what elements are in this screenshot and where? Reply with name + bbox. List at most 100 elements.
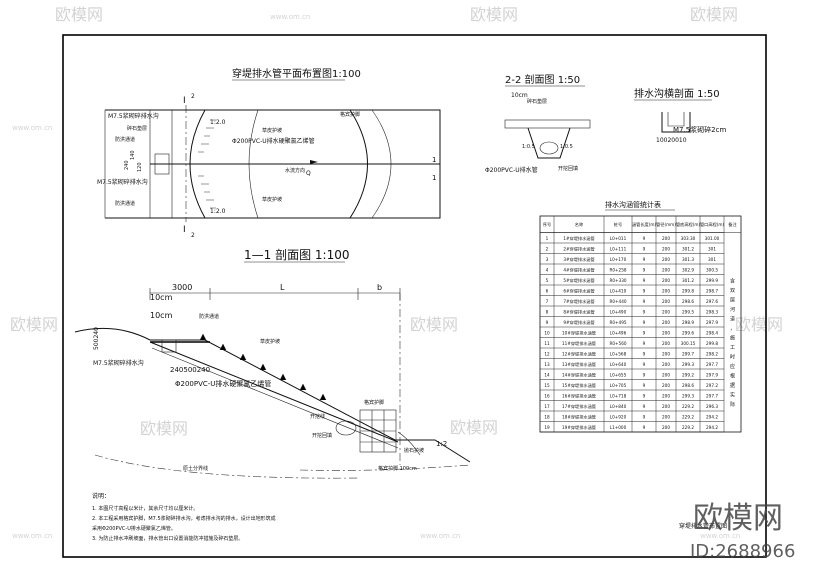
table-cell: 9 [643,352,646,357]
table-cell: 200 [662,404,670,409]
svg-text:500240: 500240 [93,327,100,350]
svg-text:欧模网: 欧模网 [693,501,783,536]
table-cell: 298.6 [682,383,694,388]
section-11-title: 1—1 剖面图 1:100 [244,248,349,262]
svg-text:1: 1 [432,156,436,164]
table-cell: 17#穿堤排水涵管 [562,403,596,410]
watermark-brand: 欧模网 [470,5,518,24]
plan-view: 穿堤排水管平面布置图1:100 I 2 I 2 M7.5浆砌碎排水沟 碎石垫层 … [97,67,441,239]
table-header-cell: 序号 [543,221,551,228]
table-cell: 11#穿堤排水涵管 [562,340,596,347]
table-cell: 7#穿堤排水涵管 [563,298,594,305]
svg-text:格宾护脚: 格宾护脚 [340,111,360,118]
table-cell: 3#穿堤排水涵管 [563,256,594,263]
table-cell: 9 [643,404,646,409]
table-cell: L0+655 [610,373,627,378]
svg-text:M7.5浆砌碎排水沟: M7.5浆砌碎排水沟 [97,178,148,186]
plan-title: 穿堤排水管平面布置图1:100 [232,67,361,80]
table-remark: 含双层河道，施工时应根据实际 [730,278,735,409]
svg-text:10cm: 10cm [150,293,173,302]
notes-heading: 说明： [92,492,110,500]
table-header-cell: 名称 [575,221,583,228]
table-cell: R0+560 [609,341,626,346]
svg-text:2: 2 [191,232,195,239]
table-cell: 200 [662,415,670,420]
ditch-section: 排水沟横剖面 1:50 M7.5浆砌碎2cm 10020010 [634,87,726,144]
table-cell: 294.2 [706,415,718,420]
plan-ditch-label: M7.5浆砌碎排水沟 [108,112,159,120]
table-cell: 200 [662,362,670,367]
table-cell: 11 [544,341,550,346]
svg-text:格宾护脚: 格宾护脚 [364,399,384,406]
table-cell: 200 [662,299,670,304]
plan-section-mark-top: I [183,96,186,106]
plan-section-mark-bottom: I [183,225,186,235]
table-cell: 298.7 [706,289,718,294]
table-header-cell: 管口高程(m) [700,221,724,228]
svg-text:开挖线: 开挖线 [310,413,325,420]
plan-pipe-label: Φ200PVC-U排水硬聚氯乙烯管 [232,137,315,145]
table-cell: 297.9 [706,373,718,378]
table-cell: 7 [546,299,549,304]
table-cell: 8 [546,310,549,315]
table-cell: 200 [662,247,670,252]
table-cell: 12 [544,352,550,357]
table-cell: L0+840 [610,404,627,409]
table-cell: 8#穿堤排水涵管 [563,309,594,316]
table-cell: 9 [643,425,646,430]
table-cell: 200 [662,310,670,315]
svg-text:原土分界线: 原土分界线 [183,465,208,472]
table-cell: 13 [544,362,550,367]
table-cell: 200 [662,289,670,294]
table-cell: 301 [708,257,716,262]
watermark-site: www.om.cn [420,532,460,540]
table-cell: 301.00 [705,236,720,241]
table-cell: L0+640 [610,362,627,367]
watermark-brand: 欧模网 [450,418,498,437]
table-cell: L0+111 [610,247,627,252]
table-cell: 297.2 [706,383,718,388]
table-cell: 299.5 [682,310,694,315]
table-cell: 14 [544,373,550,378]
watermark-layer: 欧模网 www.om.cn 欧模网 欧模网 欧模网 欧模网 欧模网 欧模网 欧模… [10,5,783,540]
svg-text:抛石护坡: 抛石护坡 [404,447,424,454]
table-cell: 299.7 [682,352,694,357]
table-cell: 2#穿堤排水涵管 [563,246,594,253]
table-cell: 16 [544,394,550,399]
table-header-cell: 管底高程(m) [676,221,700,228]
table-cell: 200 [662,383,670,388]
svg-text:开挖回填: 开挖回填 [558,165,578,172]
svg-text:草皮护坡: 草皮护坡 [260,338,280,345]
sheet-frame [62,34,767,558]
table-cell: 9 [643,278,646,283]
table-cell: 301.2 [682,278,694,283]
table-cell: L0+920 [610,415,627,420]
svg-text:草皮护坡: 草皮护坡 [262,196,282,203]
watermark-logo: 欧模网 ID:2688966 [690,501,795,562]
table-cell: 200 [662,373,670,378]
table-cell: L0+496 [610,331,627,336]
table-cell: R0+495 [609,320,626,325]
table-cell: 200 [662,257,670,262]
table-cell: 200 [662,268,670,273]
table-cell: 3 [546,257,549,262]
svg-text:采用Φ200PVC-U排水硬聚氯乙烯管。: 采用Φ200PVC-U排水硬聚氯乙烯管。 [92,525,176,532]
svg-text:3000: 3000 [172,283,192,292]
table-cell: 298.4 [706,331,718,336]
table-cell: 9 [643,362,646,367]
table-cell: R0+330 [609,278,626,283]
svg-text:10cm: 10cm [150,311,173,320]
table-cell: 200 [662,331,670,336]
table-cell: 16#穿堤排水涵管 [562,393,596,400]
table-cell: 10 [544,331,550,336]
watermark-brand: 欧模网 [410,315,458,334]
watermark-site: www.om.cn [270,13,310,21]
table-cell: 200 [662,425,670,430]
svg-text:水流方向: 水流方向 [285,167,305,174]
table-cell: 9 [643,236,646,241]
svg-text:M7.5浆砌碎2cm: M7.5浆砌碎2cm [673,125,726,134]
table-cell: L1+000 [610,425,627,430]
table-cell: 14#穿堤排水涵管 [562,372,596,379]
table-cell: 19 [544,425,550,430]
ground-line [94,454,361,479]
